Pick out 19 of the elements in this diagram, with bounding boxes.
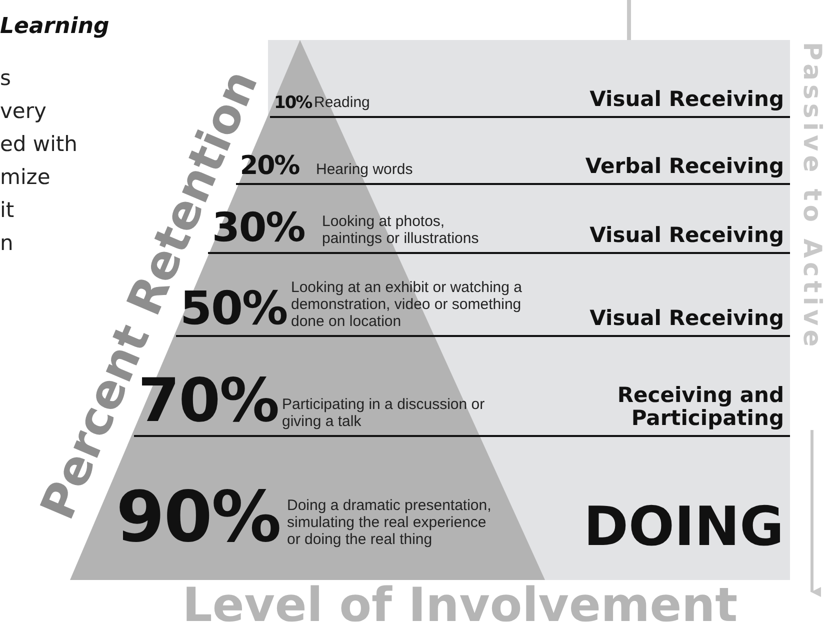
text-line: s [0, 66, 11, 90]
text-line: ed with [0, 132, 78, 156]
heading: Learning [0, 14, 110, 39]
percent-value: 10% [274, 95, 312, 112]
category-label: Visual Receiving [588, 306, 784, 330]
text-line: it [0, 198, 14, 222]
description: Looking at photos, paintings or illustrations [322, 213, 480, 247]
description: Reading [314, 94, 371, 111]
description: Participating in a discussion or giving a talk [282, 396, 486, 430]
description: Looking at an exhibit or watching a demonstration, video or something done on location [291, 279, 523, 330]
description: Hearing words [316, 161, 414, 178]
axis-title: Level of Involvement [181, 578, 739, 625]
category-label: Verbal Receiving [584, 154, 784, 178]
category-label: Visual Receiving [588, 88, 784, 111]
category-label: Receiving and Participating [616, 384, 784, 430]
text-line: very [0, 99, 46, 123]
text-line: mize [0, 165, 50, 189]
text-line: n [0, 231, 14, 255]
description: Doing a dramatic presentation, simulating the real experience or doing the real thing [287, 497, 492, 548]
